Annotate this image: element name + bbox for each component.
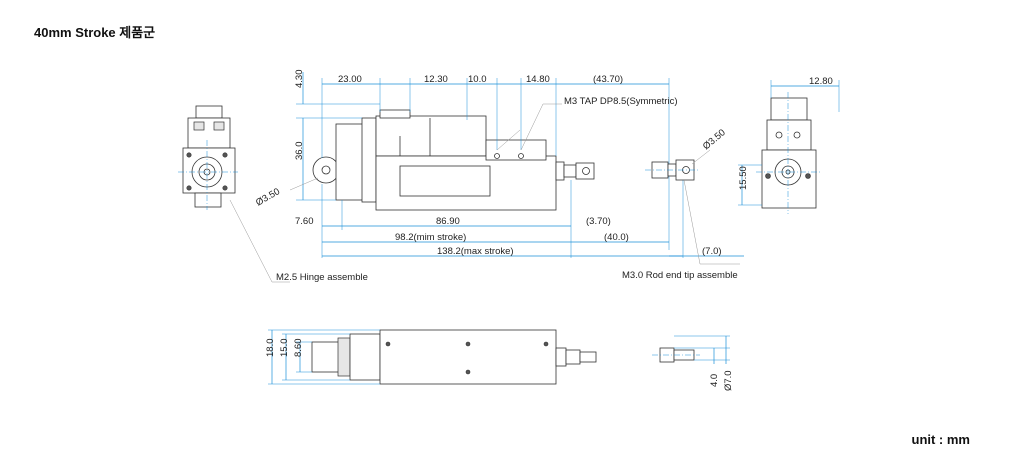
main-side-view bbox=[289, 72, 744, 258]
dim-4-30: 4.30 bbox=[294, 70, 305, 89]
dim-15-0: 15.0 bbox=[279, 339, 290, 358]
bottom-rod-end-view bbox=[652, 335, 730, 364]
dim-43-70: (43.70) bbox=[593, 74, 623, 85]
dim-23-00: 23.00 bbox=[338, 74, 362, 85]
note-m2-5-hinge: M2.5 Hinge assemble bbox=[276, 272, 368, 283]
dim-86-90: 86.90 bbox=[436, 216, 460, 227]
unit-label: unit : mm bbox=[911, 432, 971, 447]
dia-7-0: Ø7.0 bbox=[723, 370, 734, 391]
dim-4-0: 4.0 bbox=[709, 374, 720, 387]
dim-8-60: 8.60 bbox=[293, 339, 304, 358]
dim-10-0: 10.0 bbox=[468, 74, 487, 85]
dia-3-50-left: Ø3.50 bbox=[254, 186, 282, 208]
dim-7-0: (7.0) bbox=[702, 246, 722, 257]
dim-18-0: 18.0 bbox=[265, 339, 276, 358]
dim-7-60: 7.60 bbox=[295, 216, 314, 227]
dim-12-30: 12.30 bbox=[424, 74, 448, 85]
dim-138-2: 138.2(max stroke) bbox=[437, 246, 514, 257]
dim-12-80: 12.80 bbox=[809, 76, 833, 87]
left-end-view bbox=[178, 105, 290, 283]
dim-40-0: (40.0) bbox=[604, 232, 629, 243]
dim-36-0: 36.0 bbox=[294, 142, 305, 161]
dim-15-50: 15.50 bbox=[738, 166, 749, 190]
dia-3-50-right: Ø3.50 bbox=[701, 127, 728, 152]
note-m3-0-rod: M3.0 Rod end tip assemble bbox=[622, 270, 738, 281]
rod-end-view bbox=[645, 149, 740, 265]
note-m3-tap: M3 TAP DP8.5(Symmetric) bbox=[564, 96, 678, 107]
dim-98-2: 98.2(mim stroke) bbox=[395, 232, 466, 243]
right-end-view bbox=[738, 80, 840, 214]
page-title: 40mm Stroke 제품군 bbox=[34, 25, 156, 40]
dim-14-80: 14.80 bbox=[526, 74, 550, 85]
dim-3-70: (3.70) bbox=[586, 216, 611, 227]
bottom-top-view bbox=[268, 329, 597, 385]
